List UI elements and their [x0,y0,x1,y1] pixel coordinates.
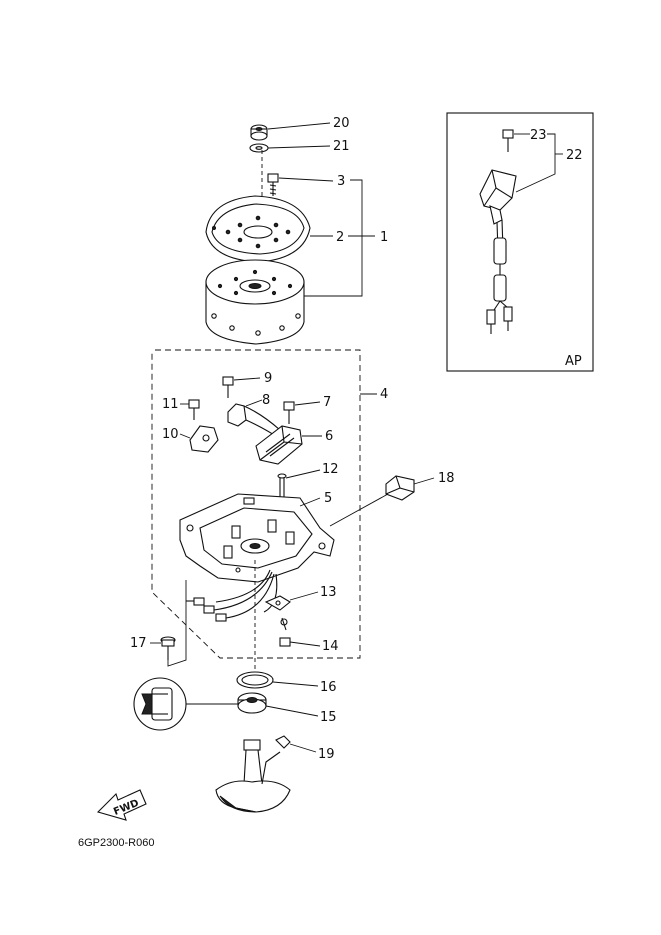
flywheel-cover-part-2 [205,195,311,263]
label-part-14: 14 [322,639,339,654]
label-part-23: 23 [530,128,547,143]
label-part-11: 11 [162,397,179,412]
label-part-6: 6 [325,429,333,444]
inset-label-ap: AP [565,354,582,369]
screw-part-9 [222,376,234,398]
label-part-21: 21 [333,139,350,154]
forward-arrow-icon: FWD [96,789,147,821]
label-part-9: 9 [264,371,272,386]
label-part-5: 5 [324,491,332,506]
label-part-17: 17 [130,636,147,651]
label-part-4: 4 [380,387,388,402]
label-part-12: 12 [322,462,339,477]
crankshaft [215,739,291,813]
screw-part-23 [502,129,514,152]
screw-part-3 [267,173,279,196]
o-ring-part-16 [236,671,274,689]
bearing-part-15 [237,692,267,714]
clamp-part-13 [264,595,291,611]
label-part-13: 13 [320,585,337,600]
washer-part-21 [249,143,269,153]
label-part-16: 16 [320,680,337,695]
label-part-7: 7 [323,395,331,410]
label-part-8: 8 [262,393,270,408]
label-part-2: 2 [336,230,344,245]
label-part-10: 10 [162,427,179,442]
diagram-code: 6GP2300-R060 [78,837,154,849]
wiring-harness [186,569,278,622]
assembly-outline-part-4 [151,349,361,659]
screw-part-17 [160,636,176,660]
label-part-1: 1 [380,230,388,245]
label-part-18: 18 [438,471,455,486]
label-part-3: 3 [337,174,345,189]
inset-frame [446,112,594,372]
pulser-coil-part-8 [227,403,283,441]
bolt-part-14 [279,617,291,647]
nut-part-20 [250,124,268,141]
connector-part-18 [385,475,415,501]
label-part-15: 15 [320,710,337,725]
seal-detail-callout [133,677,187,731]
label-part-19: 19 [318,747,335,762]
screw-part-11 [188,399,200,420]
pulser-coil-part-10 [189,425,219,453]
charge-coil-part-6 [255,425,303,465]
flywheel-part-1 [205,259,305,345]
stator-base-part-5 [179,493,335,583]
label-part-22: 22 [566,148,583,163]
screw-part-7 [283,401,295,424]
ignition-coil-part-22 [479,169,517,334]
label-part-20: 20 [333,116,350,131]
key-part-19 [275,735,291,749]
